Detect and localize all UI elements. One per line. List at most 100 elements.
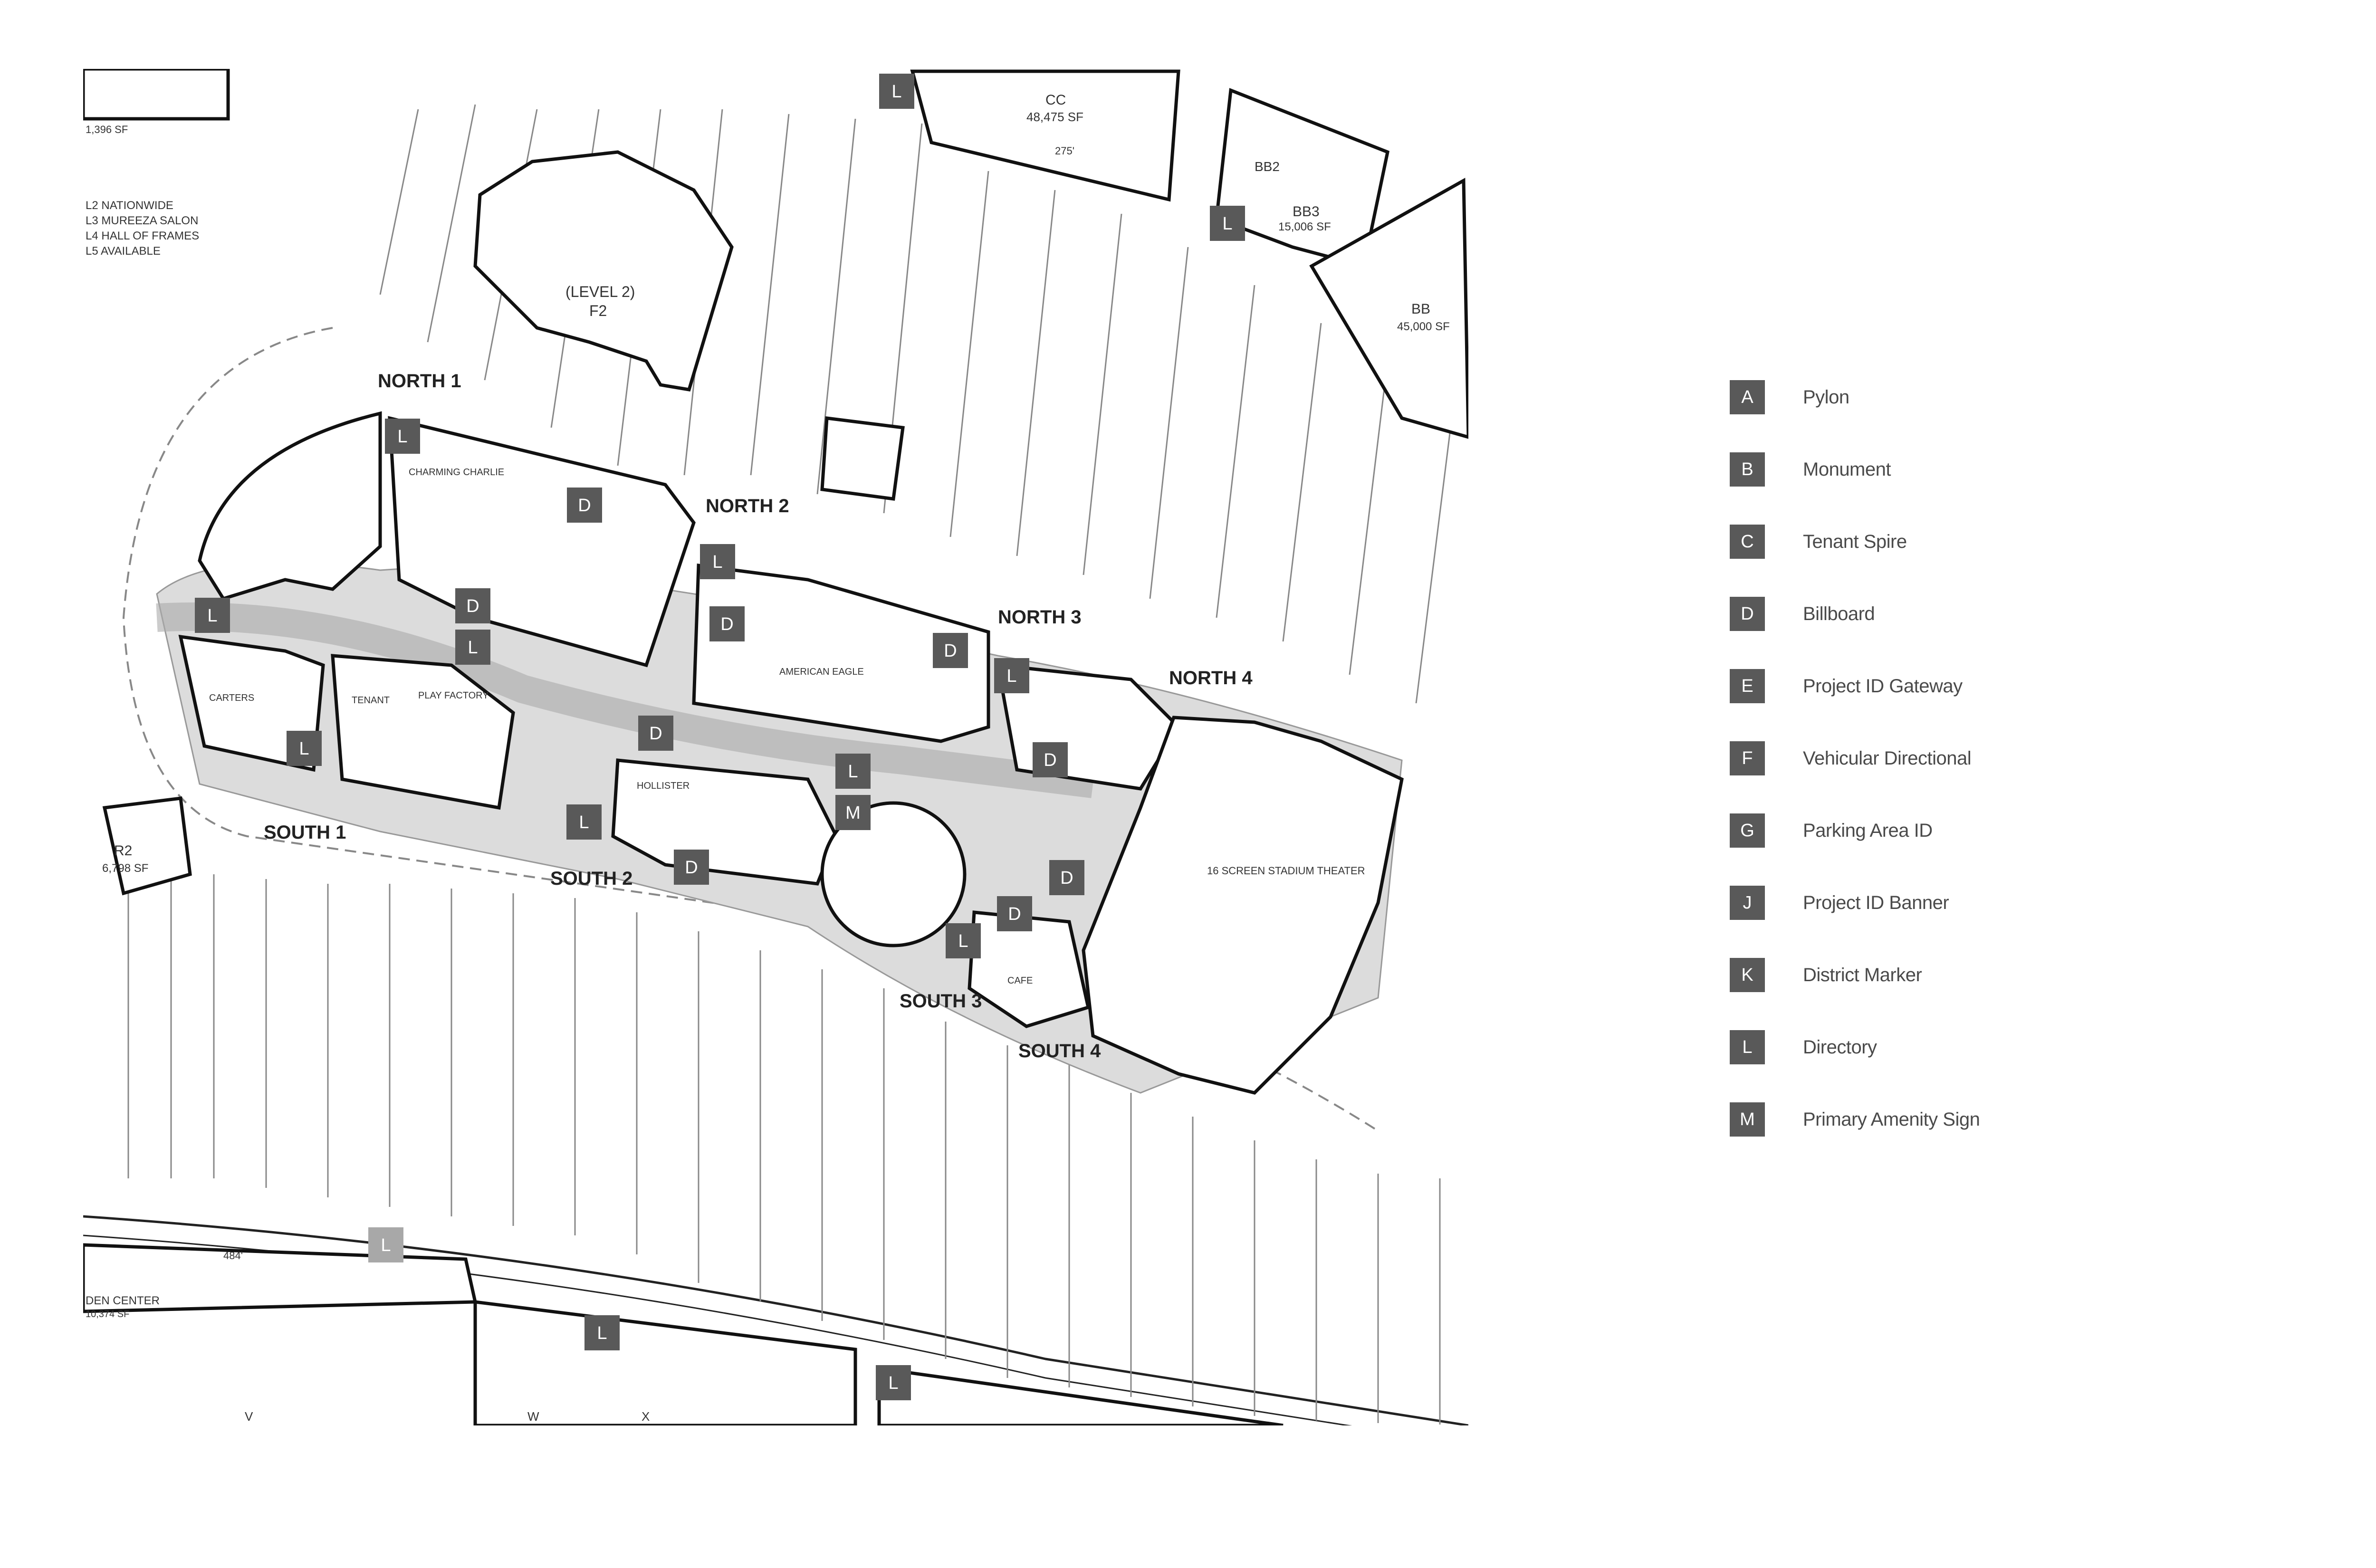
legend-chip: C [1730,525,1765,559]
label-lot-x: X [642,1409,650,1424]
label-lot-v: V [245,1409,253,1424]
svg-text:L: L [888,1373,898,1393]
legend-item-vehicular-directional: F Vehicular Directional [1730,722,2205,794]
svg-text:D: D [578,496,591,516]
legend-item-project-id-banner: J Project ID Banner [1730,867,2205,939]
sign-marker-billboard[interactable]: D [455,588,490,623]
svg-text:L: L [299,739,309,759]
label-r2: R2 [114,843,132,859]
sign-marker-billboard[interactable]: D [674,850,709,885]
rotunda [820,801,967,947]
label-bb3: BB3 [1293,204,1320,220]
svg-text:D: D [1044,750,1056,770]
label-bb: BB [1411,301,1430,317]
tenant-note-2: L3 MUREEZA SALON [86,214,198,227]
sign-marker-directory[interactable]: L [835,754,871,789]
label-r2-sf: 6,798 SF [102,862,148,875]
sign-marker-directory[interactable]: L [879,74,914,109]
svg-text:D: D [685,858,698,878]
label-lot-1396: 1,396 SF [86,124,128,135]
building-tenant-row [331,654,515,810]
sign-marker-directory[interactable]: L [287,731,322,766]
svg-text:L: L [579,813,589,832]
building-tenant-c38 [820,416,905,501]
sign-marker-directory[interactable]: L [1210,206,1245,241]
svg-text:L: L [848,762,858,782]
svg-text:D: D [944,641,957,661]
sign-marker-billboard[interactable]: D [1049,860,1084,895]
walkway-ribbon [156,602,1095,798]
legend-label: Project ID Banner [1803,892,1949,913]
building-cc [910,69,1180,202]
sign-marker-directory[interactable]: L [876,1365,911,1400]
south-road-edge [83,1234,1352,1425]
sign-marker-billboard[interactable]: D [567,488,602,523]
svg-text:L: L [712,552,722,572]
svg-text:D: D [1008,904,1021,924]
building-hollister-row [611,758,838,886]
label-hollister: HOLLISTER [637,781,690,791]
sign-marker-directory[interactable]: L [700,544,735,579]
legend-chip: D [1730,597,1765,631]
sign-marker-directory[interactable]: L [994,658,1029,693]
building-w [473,1300,857,1425]
svg-text:L: L [891,82,901,102]
zone-south-3: SOUTH 3 [900,991,982,1012]
building-f1 [198,411,382,601]
sign-marker-primary-amenity[interactable]: M [835,795,871,830]
zone-north-4: NORTH 4 [1169,668,1253,688]
label-f2: F2 [589,302,607,319]
label-cafe: CAFE [1007,975,1033,986]
label-bb3-sf: 15,006 SF [1278,220,1331,233]
tenant-note-3: L4 HALL OF FRAMES [86,229,199,242]
svg-text:L: L [1006,666,1016,686]
svg-text:L: L [397,427,407,447]
sign-marker-directory[interactable]: L [195,598,230,633]
sign-marker-directory[interactable]: L [455,630,490,665]
zone-south-2: SOUTH 2 [550,868,632,889]
label-charming-charlie: CHARMING CHARLIE [409,467,504,478]
legend-chip: G [1730,813,1765,848]
building-level2-f2 [473,150,734,392]
legend-chip: L [1730,1030,1765,1064]
legend-chip: M [1730,1102,1765,1137]
tenant-note-1: L2 NATIONWIDE [86,199,173,212]
sign-marker-directory[interactable]: L [946,923,981,958]
sign-marker-directory[interactable]: L [584,1315,620,1350]
legend-chip: A [1730,380,1765,414]
sign-marker-billboard[interactable]: D [638,716,673,751]
svg-text:D: D [1060,868,1073,888]
legend-label: Vehicular Directional [1803,747,1972,769]
sign-marker-billboard[interactable]: D [997,896,1032,931]
legend-chip: F [1730,741,1765,775]
sign-marker-directory[interactable]: L [385,419,420,454]
label-den-sf: 10,374 SF [86,1309,129,1319]
sign-marker-billboard[interactable]: D [709,606,745,641]
label-carters: CARTERS [209,693,254,703]
svg-text:L: L [207,606,217,626]
svg-text:L: L [597,1323,607,1343]
svg-text:D: D [466,596,479,616]
legend-chip: K [1730,958,1765,992]
label-american-eagle: AMERICAN EAGLE [779,667,864,677]
sign-marker-billboard[interactable]: D [1033,742,1068,777]
sign-marker-billboard[interactable]: D [933,633,968,668]
label-cc: CC [1045,92,1066,108]
svg-text:D: D [649,724,662,744]
sign-marker-directory[interactable]: L [566,804,602,840]
sign-marker-directory-proposed[interactable]: L [368,1227,403,1262]
label-tenant-g: TENANT [352,695,390,706]
legend-chip: J [1730,886,1765,920]
legend-label: Billboard [1803,603,1875,624]
label-bb2: BB2 [1255,159,1280,174]
zone-north-3: NORTH 3 [998,607,1082,628]
sign-markers: L L L L L L L L L L L L L L D D D D D D … [195,74,1245,1400]
svg-text:L: L [381,1235,391,1255]
legend-label: Project ID Gateway [1803,675,1963,697]
building-x [877,1366,1284,1425]
